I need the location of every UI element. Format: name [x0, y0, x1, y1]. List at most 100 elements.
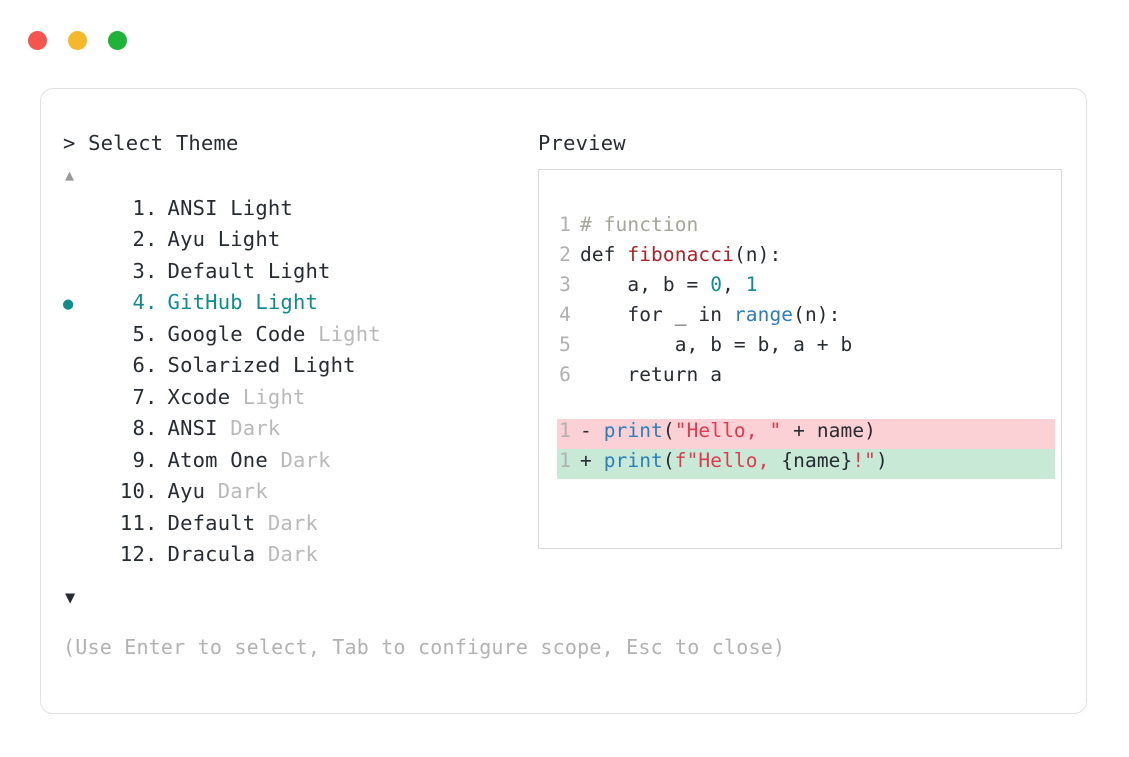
theme-item-name: Atom One	[167, 447, 281, 472]
theme-item-name: Default	[167, 510, 268, 535]
code-line: 3 a, b = 0, 1	[557, 273, 1055, 303]
theme-item-separator: .	[145, 227, 158, 252]
selector-columns: > Select Theme ▲ 1.ANSI Light 2. Ayu Light…	[41, 89, 1086, 713]
theme-item-name: Xcode	[167, 384, 243, 409]
code-line-number: 3	[559, 272, 571, 296]
theme-item-index: 10	[119, 479, 145, 504]
theme-item-variant: Dark	[230, 416, 281, 441]
code-diff-line: 1- print("Hello, " + name)	[557, 418, 1055, 449]
code-token: (	[662, 418, 675, 442]
code-token: ,	[722, 272, 746, 296]
theme-list-item[interactable]: 5. Google Code Light	[63, 322, 533, 354]
theme-item-index: 4	[132, 290, 145, 315]
close-window-button[interactable]	[28, 31, 47, 50]
code-token: 0	[710, 272, 723, 296]
code-token: f"Hello,	[674, 448, 782, 472]
code-token: def	[580, 242, 628, 266]
code-token: print	[603, 448, 663, 472]
diff-sign: -	[580, 418, 604, 442]
theme-item-name: Dracula	[167, 542, 268, 567]
code-token: )	[876, 448, 888, 472]
theme-item-index: 6	[132, 353, 145, 378]
code-line-number: 1	[559, 418, 571, 442]
code-token: (n):	[793, 302, 841, 326]
theme-list-item[interactable]: 11.Default Dark	[63, 511, 533, 543]
theme-list-item[interactable]: 12. Dracula Dark	[63, 542, 533, 574]
keyboard-hint: (Use Enter to select, Tab to configure s…	[63, 635, 786, 659]
maximize-window-button[interactable]	[108, 31, 127, 50]
theme-item-separator: .	[145, 353, 158, 378]
theme-item-index: 5	[132, 321, 145, 346]
theme-item-separator: .	[145, 258, 158, 283]
code-diff-line: 1+ print(f"Hello, {name}!")	[557, 448, 1055, 479]
theme-list-item[interactable]: 3. Default Light	[63, 259, 533, 291]
scroll-up-icon[interactable]: ▲	[65, 165, 75, 184]
window-traffic-lights	[28, 31, 127, 50]
theme-list-item[interactable]: 10.Ayu Dark	[63, 479, 533, 511]
theme-list-item[interactable]: 7.Xcode Light	[63, 385, 533, 417]
code-token: a, b = b, a + b	[580, 332, 853, 356]
code-token: {name}	[781, 448, 853, 472]
theme-item-separator: .	[145, 321, 158, 346]
theme-item-index: 11	[119, 510, 145, 535]
theme-item-index: 1	[132, 195, 145, 220]
theme-list-item[interactable]: ●4.GitHub Light	[63, 290, 533, 322]
scroll-down-icon[interactable]: ▼	[65, 587, 76, 608]
theme-item-separator: .	[145, 510, 158, 535]
theme-item-index: 12	[119, 542, 145, 567]
theme-item-separator: .	[145, 195, 158, 220]
theme-item-variant: Dark	[217, 479, 268, 504]
theme-item-variant: Dark	[267, 542, 319, 567]
theme-item-separator: .	[145, 384, 158, 409]
code-line-number: 6	[559, 362, 571, 386]
code-token: a, b =	[580, 272, 711, 296]
theme-item-name: Default	[167, 258, 268, 283]
theme-item-name: Ayu	[167, 227, 218, 252]
preview-header: Preview	[538, 131, 626, 155]
theme-list-item[interactable]: 1.ANSI Light	[63, 196, 533, 228]
code-token: # function	[580, 212, 699, 236]
theme-item-variant: Dark	[280, 447, 331, 472]
theme-selector-card: > Select Theme ▲ 1.ANSI Light 2. Ayu Light…	[40, 88, 1087, 714]
code-token: "Hello, "	[674, 418, 782, 442]
prompt-line: > Select Theme	[63, 131, 533, 156]
code-token: range	[733, 302, 794, 326]
code-token: fibonacci	[627, 242, 734, 266]
theme-item-variant: Light	[230, 195, 293, 220]
theme-list-item[interactable]: 8.ANSI Dark	[63, 416, 533, 448]
code-token: for _ in	[580, 302, 734, 326]
theme-item-variant: Light	[318, 321, 381, 346]
page-title: Select Theme	[88, 131, 239, 155]
code-line-number: 4	[559, 302, 571, 326]
theme-list-item[interactable]: 9.Atom One Dark	[63, 448, 533, 480]
theme-list-item[interactable]: 6. Solarized Light	[63, 353, 533, 385]
theme-item-separator: .	[145, 416, 158, 441]
theme-item-name: Google Code	[167, 321, 319, 346]
code-line-number: 2	[559, 242, 571, 266]
code-token: return a	[580, 362, 723, 386]
code-line: 5 a, b = b, a + b	[557, 333, 1055, 363]
code-token: (	[662, 448, 675, 472]
theme-item-separator: .	[145, 542, 158, 567]
theme-item-index: 3	[132, 258, 145, 283]
minimize-window-button[interactable]	[68, 31, 87, 50]
theme-list-item[interactable]: 2.Ayu Light	[63, 227, 533, 259]
theme-item-index: 9	[132, 447, 145, 472]
theme-item-variant: Light	[267, 258, 331, 283]
code-line: 4 for _ in range(n):	[557, 303, 1055, 333]
code-line-number: 1	[559, 212, 571, 236]
theme-item-index: 7	[132, 384, 145, 409]
theme-item-name: Solarized	[167, 353, 293, 378]
selected-bullet-icon: ●	[63, 294, 74, 315]
theme-item-name: GitHub	[167, 290, 256, 315]
prompt-marker: >	[63, 131, 76, 155]
theme-item-separator: .	[145, 479, 158, 504]
diff-sign: +	[580, 448, 604, 472]
theme-item-variant: Light	[292, 353, 356, 378]
